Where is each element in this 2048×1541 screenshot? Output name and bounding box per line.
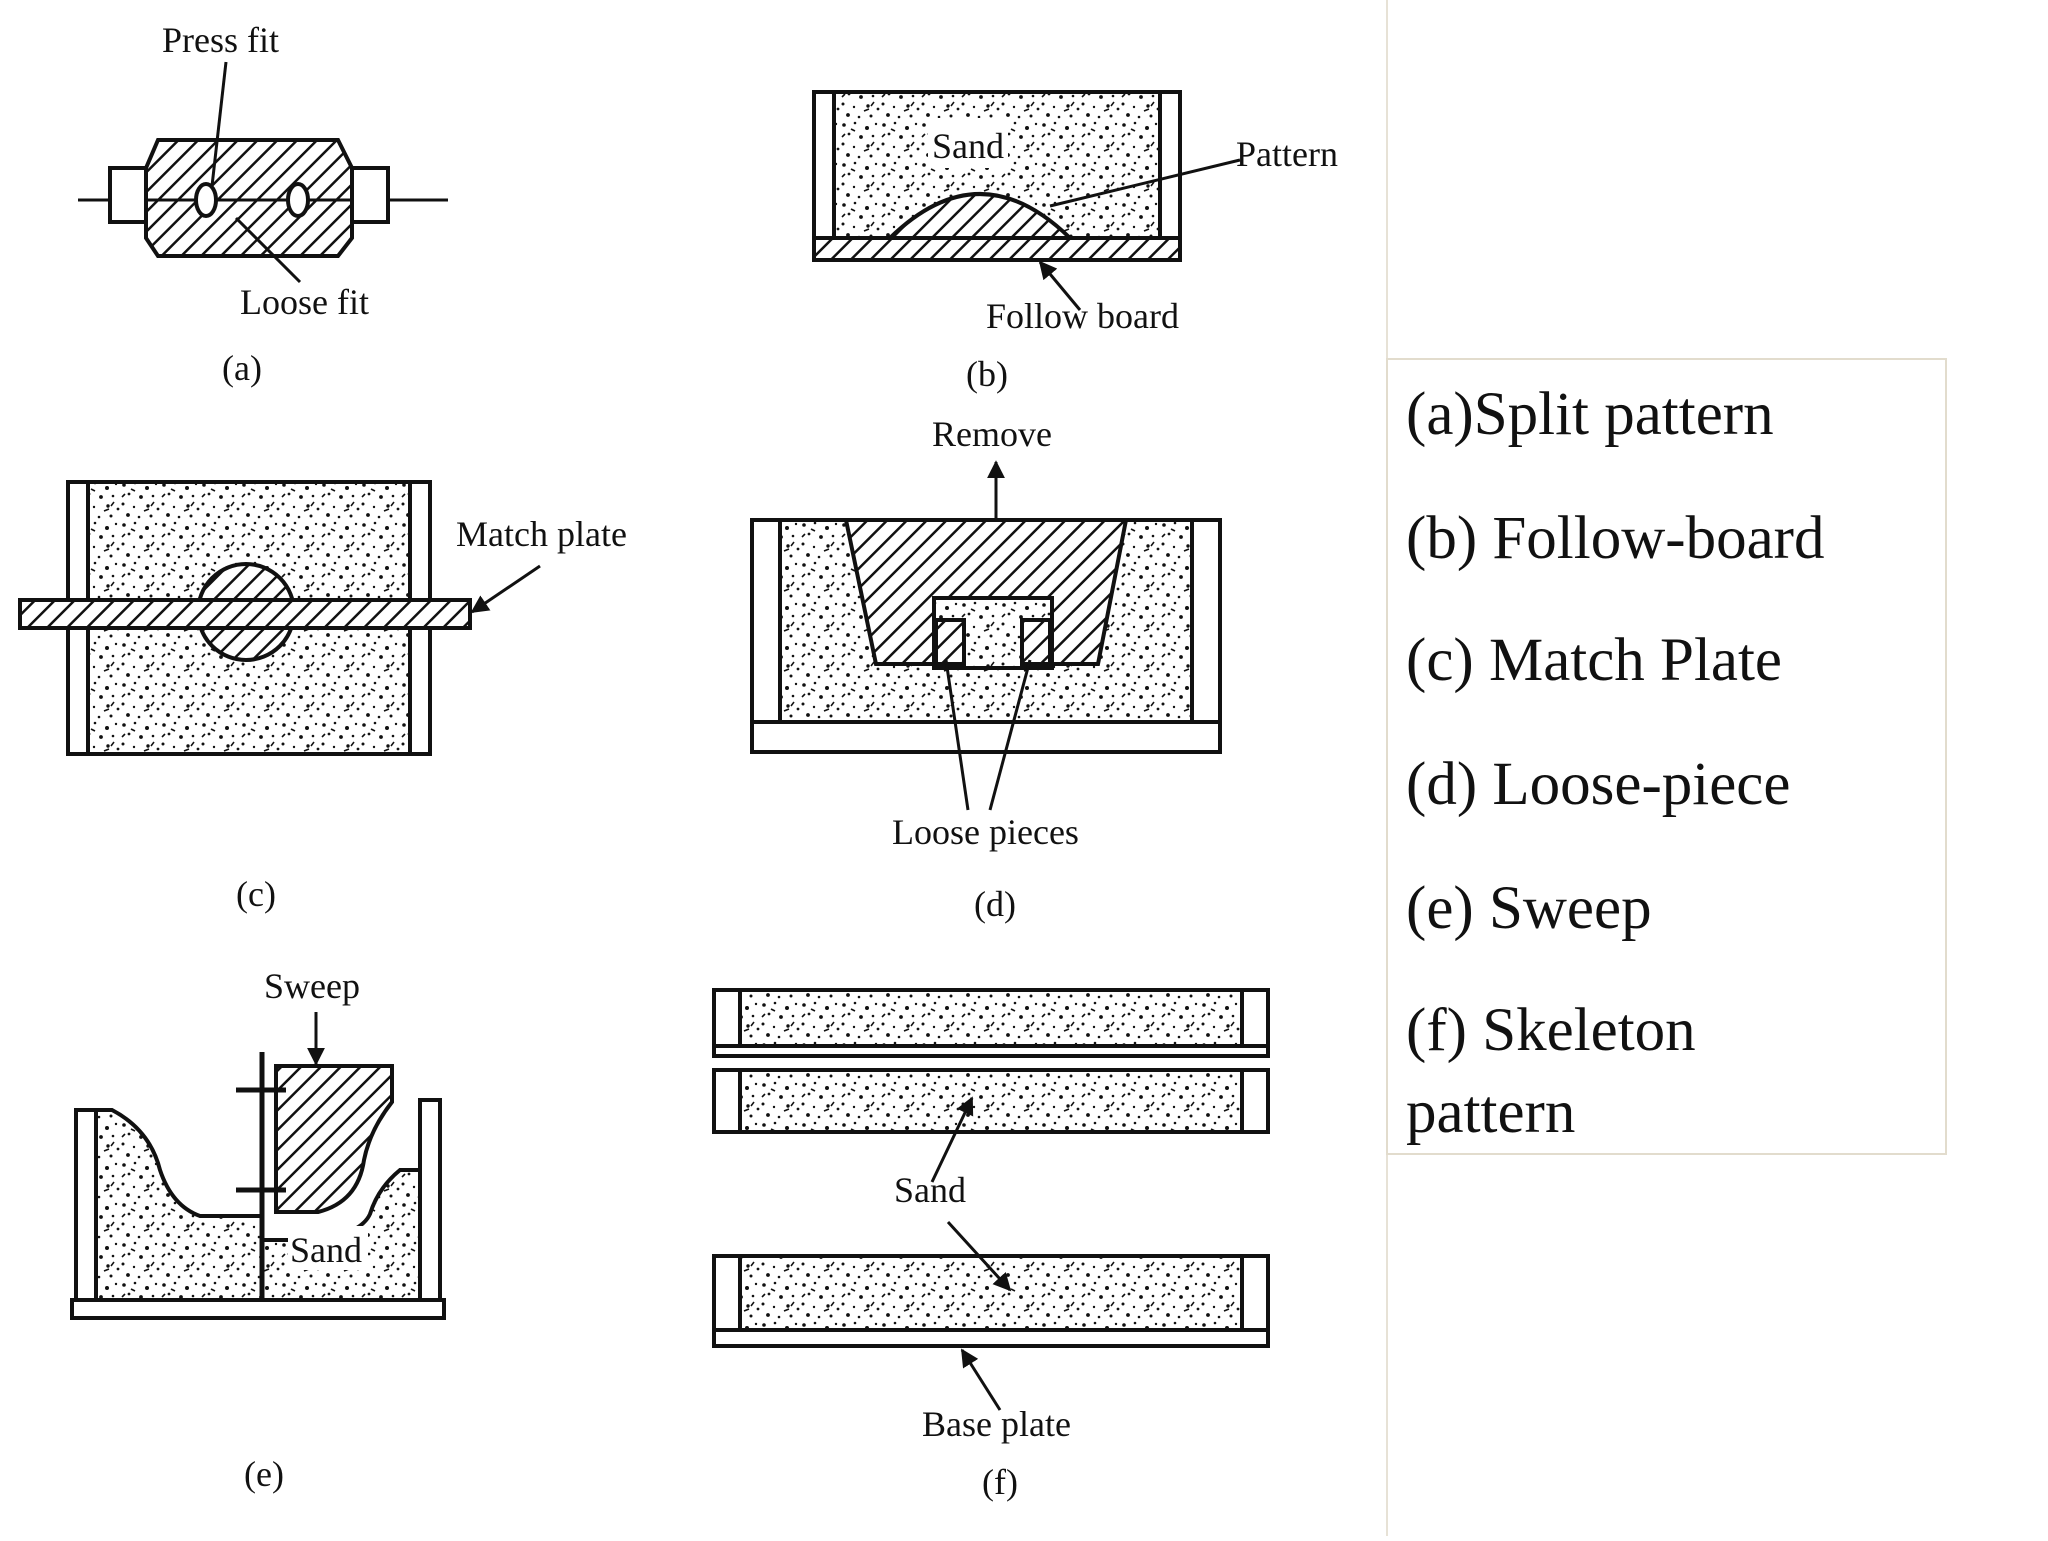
diagram-e-sweep bbox=[70, 1012, 446, 1320]
caption-e: (e) bbox=[244, 1454, 284, 1494]
caption-f: (f) bbox=[982, 1462, 1018, 1502]
legend-item-c: (c) Match Plate bbox=[1406, 627, 1783, 694]
caption-a: (a) bbox=[222, 348, 262, 388]
label-press-fit: Press fit bbox=[162, 20, 279, 60]
caption-c: (c) bbox=[236, 874, 276, 914]
diagram-a-split-pattern bbox=[78, 61, 448, 284]
label-sand-f: Sand bbox=[894, 1170, 966, 1210]
legend-item-a: (a)Split pattern bbox=[1406, 381, 1774, 448]
legend-item-e: (e) Sweep bbox=[1406, 875, 1652, 942]
legend-item-f-line2: pattern bbox=[1406, 1079, 1576, 1146]
label-loose-fit: Loose fit bbox=[240, 282, 369, 322]
legend-item-f-line1: (f) Skeleton bbox=[1406, 997, 1696, 1064]
legend-item-b: (b) Follow-board bbox=[1406, 505, 1825, 572]
label-base-plate: Base plate bbox=[922, 1404, 1071, 1444]
caption-d: (d) bbox=[974, 884, 1016, 924]
label-follow-board: Follow board bbox=[986, 296, 1179, 336]
label-sweep: Sweep bbox=[264, 966, 360, 1006]
diagram-b-follow-board bbox=[812, 90, 1241, 311]
label-sand-b: Sand bbox=[932, 126, 1004, 166]
caption-b: (b) bbox=[966, 354, 1008, 394]
diagram-f-skeleton-pattern bbox=[712, 988, 1270, 1411]
diagram-c-match-plate bbox=[18, 480, 541, 756]
legend-item-d: (d) Loose-piece bbox=[1406, 751, 1791, 818]
diagram-d-loose-piece bbox=[750, 460, 1222, 811]
label-loose-pieces: Loose pieces bbox=[892, 812, 1079, 852]
legend-box: (a)Split pattern (b) Follow-board (c) Ma… bbox=[1386, 358, 1947, 1155]
label-sand-e: Sand bbox=[290, 1230, 362, 1270]
label-remove: Remove bbox=[932, 414, 1052, 454]
label-pattern: Pattern bbox=[1236, 134, 1338, 174]
label-match-plate: Match plate bbox=[456, 514, 627, 554]
